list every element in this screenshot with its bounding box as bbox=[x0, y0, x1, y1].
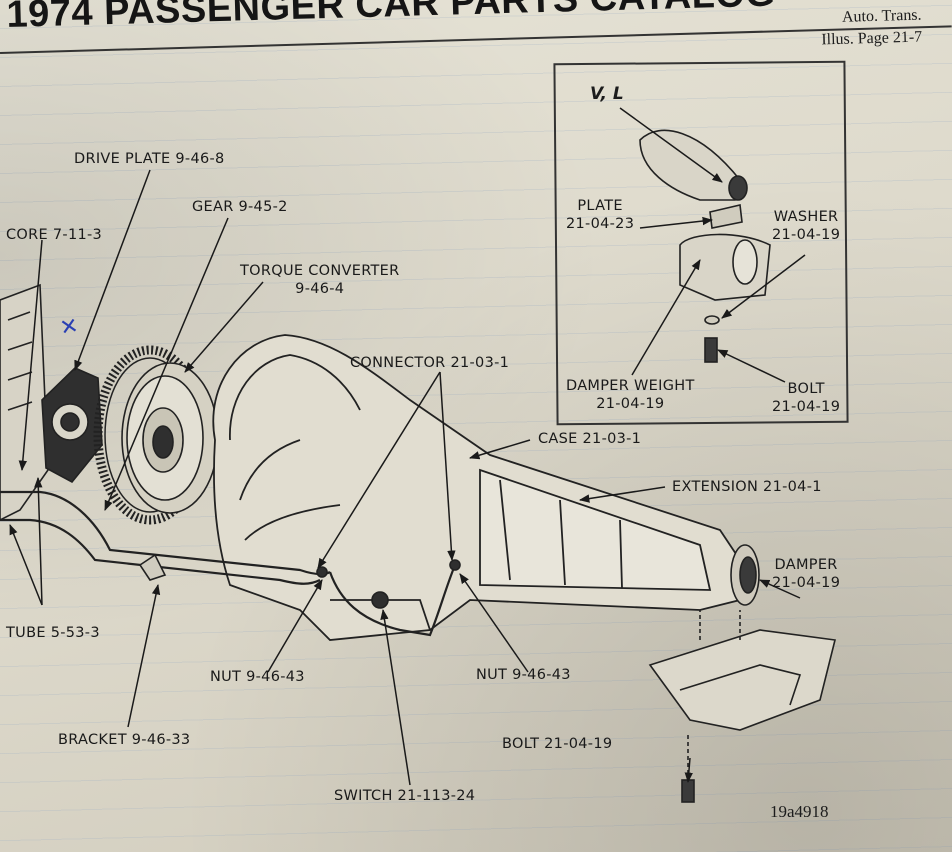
washer-part: 21-04-19 bbox=[772, 227, 841, 243]
callout-torque-converter: TORQUE CONVERTER 9-46-4 bbox=[240, 262, 400, 298]
callout-bracket: BRACKET 9-46-33 bbox=[58, 732, 191, 748]
leader-lines bbox=[9, 107, 806, 786]
extension-tail bbox=[730, 544, 760, 606]
drive-plate bbox=[41, 367, 103, 484]
callout-switch: SWITCH 21-113-24 bbox=[334, 788, 476, 804]
engine-core-fragment bbox=[0, 283, 49, 521]
torque-converter bbox=[121, 362, 219, 514]
washer-name: WASHER bbox=[773, 209, 839, 225]
torque-converter-part: 9-46-4 bbox=[295, 281, 345, 297]
callout-bolt: BOLT 21-04-19 bbox=[502, 736, 613, 752]
inset-callout-damper-weight: DAMPER WEIGHT 21-04-19 bbox=[566, 377, 695, 413]
damper-part: 21-04-19 bbox=[772, 575, 841, 591]
callout-damper: DAMPER 21-04-19 bbox=[772, 556, 840, 592]
callout-extension: EXTENSION 21-04-1 bbox=[672, 479, 822, 495]
callout-nut-left: NUT 9-46-43 bbox=[210, 669, 305, 685]
inset-callout-washer: WASHER 21-04-19 bbox=[772, 208, 840, 244]
callout-core: CORE 7-11-3 bbox=[6, 227, 103, 243]
plate-name: PLATE bbox=[577, 198, 623, 214]
inset-variant-label: V, L bbox=[590, 84, 624, 104]
transmission-case bbox=[212, 334, 741, 641]
plate-part: 21-04-23 bbox=[566, 216, 635, 232]
callout-connector: CONNECTOR 21-03-1 bbox=[350, 355, 510, 371]
torque-converter-name: TORQUE CONVERTER bbox=[240, 263, 400, 279]
damper-name: DAMPER bbox=[774, 557, 838, 573]
figure-number: 19a4918 bbox=[770, 802, 829, 821]
damper-weight-part: 21-04-19 bbox=[596, 396, 665, 412]
damper-mount bbox=[648, 610, 836, 803]
inset-bolt-part: 21-04-19 bbox=[772, 399, 841, 415]
callout-tube: TUBE 5-53-3 bbox=[6, 625, 100, 641]
callout-gear: GEAR 9-45-2 bbox=[192, 199, 288, 215]
callout-drive-plate: DRIVE PLATE 9-46-8 bbox=[74, 151, 225, 167]
inset-assembly bbox=[639, 129, 771, 363]
callout-case: CASE 21-03-1 bbox=[538, 431, 642, 447]
inset-bolt-name: BOLT bbox=[787, 381, 825, 397]
inset-callout-bolt: BOLT 21-04-19 bbox=[772, 380, 840, 416]
callout-nut-right: NUT 9-46-43 bbox=[476, 667, 571, 683]
inset-callout-plate: PLATE 21-04-23 bbox=[566, 197, 634, 233]
damper-weight-name: DAMPER WEIGHT bbox=[566, 378, 695, 394]
small-parts bbox=[138, 553, 461, 609]
